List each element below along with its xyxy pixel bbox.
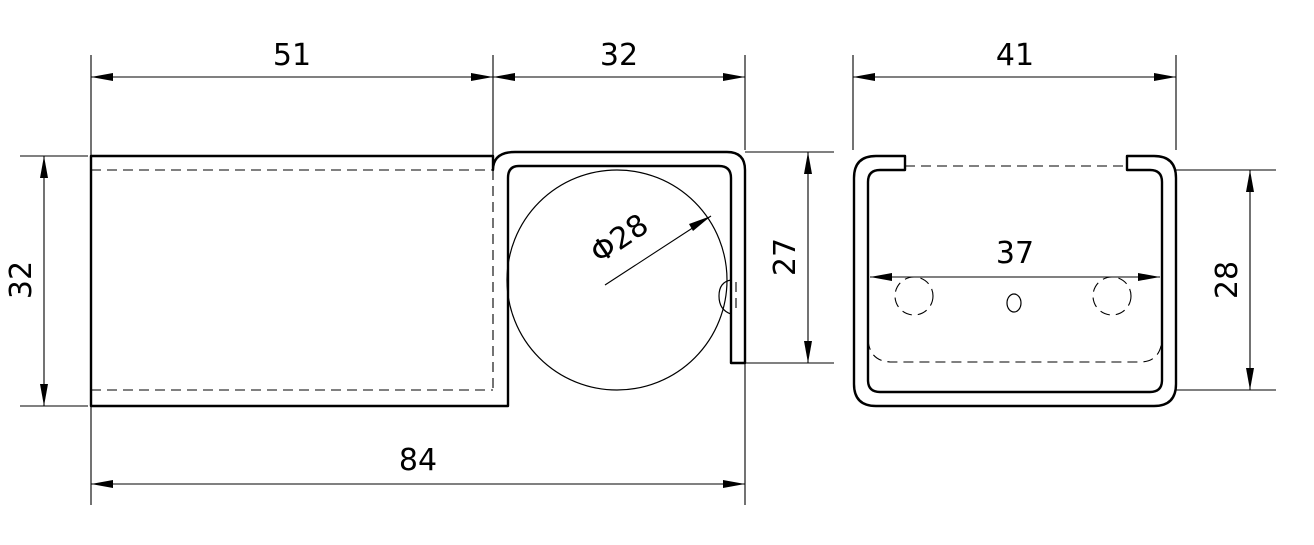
hole-center xyxy=(1006,293,1022,313)
side-view xyxy=(89,150,747,408)
dim-label-37: 37 xyxy=(996,236,1034,271)
end-hidden-bottom xyxy=(867,339,1163,363)
dim-label-27: 27 xyxy=(768,238,803,276)
side-tab xyxy=(718,279,732,315)
end-view-outline xyxy=(852,154,1178,408)
dimension-lines xyxy=(20,55,1276,505)
dim-label-84: 84 xyxy=(399,443,437,478)
dim-label-32-top: 32 xyxy=(600,38,638,73)
dim-label-32-left: 32 xyxy=(4,261,39,299)
side-view-outline xyxy=(89,150,747,408)
dim-label-28: 28 xyxy=(1210,261,1245,299)
hole-right xyxy=(1092,276,1132,316)
tube-circle xyxy=(506,169,728,391)
hole-left xyxy=(894,276,934,316)
dim-label-diameter: Φ28 xyxy=(584,207,655,271)
end-view xyxy=(852,154,1178,408)
dim-label-41: 41 xyxy=(996,38,1034,73)
dim-label-51: 51 xyxy=(273,38,311,73)
